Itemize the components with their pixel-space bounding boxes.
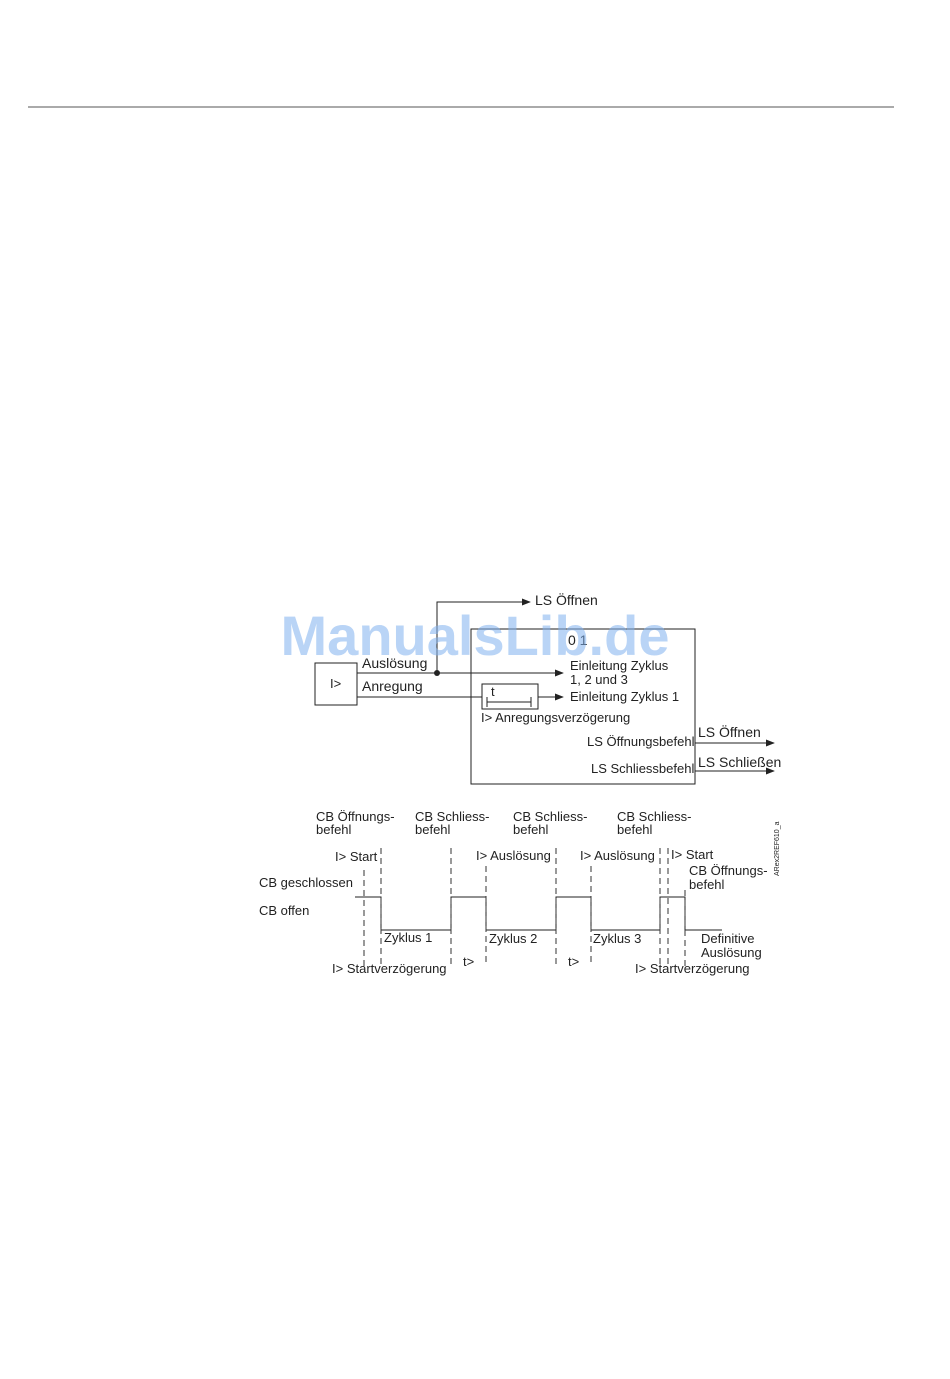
cb-closed-label: CB geschlossen (259, 875, 353, 890)
cmd4-l1: CB Schliess- (617, 809, 691, 824)
trip1-label: I> Auslösung (476, 848, 551, 863)
cmd5-l2: befehl (689, 877, 725, 892)
close-cmd-label: LS Schliessbefehl (591, 761, 694, 776)
cmd4-l2: befehl (617, 822, 653, 837)
cb-open-label: CB offen (259, 903, 309, 918)
start-delay-label: I> Anregungsverzögerung (481, 710, 630, 725)
relay-label: I> (330, 676, 341, 691)
out-open-label: LS Öffnen (698, 723, 761, 740)
cmd3-l2: befehl (513, 822, 549, 837)
cmd2-l2: befehl (415, 822, 451, 837)
watermark: ManualsLib.de (281, 604, 670, 667)
cmd5-l1: CB Öffnungs- (689, 863, 768, 878)
timing-diagram: CB Öffnungs- befehl CB Schliess- befehl … (259, 809, 781, 976)
cmd1-l2: befehl (316, 822, 352, 837)
cmd1-l1: CB Öffnungs- (316, 809, 395, 824)
start1-label: I> Start (335, 849, 378, 864)
trip2-label: I> Auslösung (580, 848, 655, 863)
open-cmd-label: LS Öffnungsbefehl (587, 734, 695, 749)
ls-open-top-label: LS Öffnen (535, 591, 598, 608)
cycle3-label: Zyklus 3 (593, 931, 641, 946)
out-close-label: LS Schließen (698, 754, 781, 770)
final-trip-l1: Definitive (701, 931, 754, 946)
init-cycle-123-l1: Einleitung Zyklus (570, 658, 669, 673)
ls-open-branch (436, 598, 531, 673)
trip-label: Auslösung (362, 655, 427, 671)
cmd2-l1: CB Schliess- (415, 809, 489, 824)
figure-id: ARex2REF610_a (774, 821, 781, 876)
init-cycle-123-l2: 1, 2 und 3 (570, 672, 628, 687)
reclose-unit-box (470, 628, 696, 785)
init-cycle-1: Einleitung Zyklus 1 (570, 689, 679, 704)
start2-label: I> Start (671, 847, 714, 862)
cb-state-waveform (355, 896, 722, 931)
block-diagram: I> LS Öffnen Auslösung Anregung t 0 1 Ei… (314, 591, 781, 785)
t2-label: t> (568, 954, 579, 969)
cmd3-l1: CB Schliess- (513, 809, 587, 824)
final-trip-l2: Auslösung (701, 945, 762, 960)
start-label: Anregung (362, 678, 423, 694)
start-delay1-label: I> Startverzögerung (332, 961, 447, 976)
relay-box (314, 662, 358, 706)
timer-label: t (491, 684, 495, 699)
start-delay2-label: I> Startverzögerung (635, 961, 750, 976)
cycle2-label: Zyklus 2 (489, 931, 537, 946)
counter-digits: 0 1 (568, 632, 588, 648)
cycle1-label: Zyklus 1 (384, 930, 432, 945)
t1-label: t> (463, 954, 474, 969)
